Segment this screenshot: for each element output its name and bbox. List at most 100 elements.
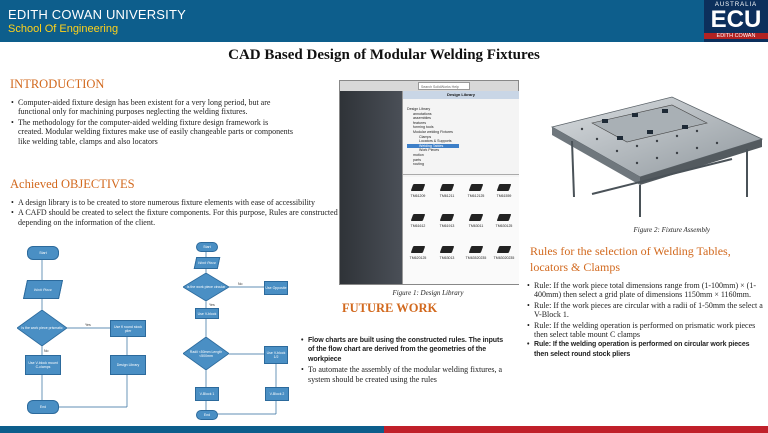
flow-right-opposite: Use Opposite — [264, 281, 288, 295]
flow-start: Start — [27, 246, 59, 260]
figure1-tree: Design Library annotations assemblies fe… — [407, 107, 517, 167]
logo-bottom-text: EDITH COWAN — [704, 33, 768, 39]
library-part: TM61211 — [432, 181, 462, 203]
introduction-body: Computer-aided fixture design has been e… — [10, 98, 293, 147]
tree-item: features — [413, 120, 426, 125]
future-work-bold-bullet: Flow charts are built using the construc… — [301, 336, 510, 364]
objectives-bullet: A CAFD should be created to select the f… — [11, 208, 338, 227]
introduction-bullet: The methodology for the computer-aided w… — [11, 118, 293, 146]
tree-item: forming tools — [413, 125, 434, 130]
logo-main-text: ECU — [710, 6, 762, 33]
rules-bullet: Rule: If the welding operation is perfor… — [527, 321, 764, 340]
flow-circular: Use V-block mount C-clamps — [25, 355, 61, 375]
tree-item-selected: Welding Tables — [407, 143, 459, 149]
part-label: TM63020235 — [493, 256, 515, 260]
part-label: TM61211 — [439, 194, 455, 198]
part-label: TM620125 — [409, 256, 427, 260]
tree-item: Modular welding Fixtures — [413, 129, 453, 134]
flow-no-label: No — [44, 349, 49, 353]
part-label: TM61209 — [410, 194, 426, 198]
flow-right-use-vblock2: Use V-block 1/2 — [264, 346, 288, 364]
tree-item: Clamps — [419, 134, 432, 139]
part-label: TM630125 — [495, 224, 513, 228]
library-part: TM63520235 — [461, 243, 491, 265]
tree-item: parts — [413, 157, 421, 162]
flow-right-vblock1: V-Block 1 — [195, 387, 219, 401]
part-label: TM63520235 — [465, 256, 487, 260]
flow-right-decision2-label: Radii <50mm Length <500mm — [189, 349, 223, 358]
flow-input: Work Piece — [22, 280, 64, 299]
flow-decision: Is the work piece prismatic — [17, 310, 67, 346]
library-part: TM61612 — [403, 211, 433, 233]
figure1-search-input: Search SolidWorks Help — [418, 82, 470, 90]
part-label: TM61913 — [439, 224, 455, 228]
flow-right-no-label: No — [238, 282, 243, 286]
header-bar — [0, 0, 768, 42]
ecu-logo: AUSTRALIA ECU EDITH COWAN — [704, 0, 768, 42]
rules-bullet: Rule: If the work pieces are circular wi… — [527, 301, 764, 320]
flow-right-decision1: Is the work piece circular — [183, 273, 229, 301]
footer-bar-red — [384, 426, 768, 433]
figure1-panel-title: Design Library — [403, 91, 519, 99]
library-part: TM630125 — [489, 211, 519, 233]
figure2-caption: Figure 2: Fixture Assembly — [633, 226, 710, 234]
flow-use-table: Use fl round stock piler — [110, 320, 146, 337]
objectives-body: A design library is to be created to sto… — [10, 198, 338, 228]
figure1-panel: Design Library Design Library annotation… — [402, 91, 519, 284]
library-part: TM61209 — [403, 181, 433, 203]
figure1-caption: Figure 1: Design Library — [392, 289, 464, 297]
flow-right-start: Start — [196, 242, 218, 252]
flow-right-yes-label: Yes — [209, 303, 215, 307]
flow-design-library: Design Library — [110, 355, 146, 375]
objectives-heading: Achieved OBJECTIVES — [10, 177, 135, 191]
tree-item: Locators & Supports — [419, 139, 452, 144]
objectives-bullet: A design library is to be created to sto… — [11, 198, 338, 208]
flowchart-left: Start Work Piece Is the work piece prism… — [5, 242, 165, 424]
tree-item: Work Pieces — [419, 148, 440, 153]
figure1-divider — [403, 174, 519, 175]
library-part: TM63020235 — [489, 243, 519, 265]
logo-top-text: AUSTRALIA — [714, 2, 758, 8]
flow-right-end: End — [196, 410, 218, 420]
tree-item: motion — [413, 152, 424, 157]
flowchart-right: Start Work Piece Is the work piece circu… — [172, 242, 292, 424]
flow-end: End — [27, 400, 59, 414]
future-work-heading: FUTURE WORK — [342, 301, 438, 315]
introduction-bullet: Computer-aided fixture design has been e… — [11, 98, 293, 117]
figure1-viewport — [340, 91, 402, 284]
figure1-design-library: Search SolidWorks Help Design Library De… — [339, 80, 519, 285]
part-label: TM63013 — [439, 256, 455, 260]
part-label: TM61612 — [410, 224, 426, 228]
flow-right-vblock2: V-Block 2 — [265, 387, 289, 401]
flow-yes-label: Yes — [85, 323, 91, 327]
part-label: TM612125 — [467, 194, 485, 198]
flow-decision-label: Is the work piece prismatic — [21, 326, 63, 330]
flow-right-decision2: Radii <50mm Length <500mm — [183, 337, 229, 370]
rules-body: Rule: If the work piece total dimensions… — [518, 281, 764, 360]
university-name: EDITH COWAN UNIVERSITY — [8, 7, 186, 22]
library-part: TM61559 — [489, 181, 519, 203]
library-part: TM63013 — [432, 243, 462, 265]
poster-title: CAD Based Design of Modular Welding Fixt… — [228, 47, 540, 63]
flow-right-decision1-label: Is the work piece circular — [186, 285, 226, 289]
library-part: TM63011 — [461, 211, 491, 233]
part-label: TM61559 — [496, 194, 512, 198]
rules-heading: Rules for the selection of Welding Table… — [530, 244, 731, 274]
part-label: TM63011 — [468, 224, 484, 228]
library-part: TM612125 — [461, 181, 491, 203]
rules-bullet: Rule: If the work piece total dimensions… — [527, 281, 764, 300]
future-work-body: Flow charts are built using the construc… — [300, 336, 510, 385]
flow-right-vblock: Use V-block — [195, 308, 219, 319]
introduction-heading: INTRODUCTION — [10, 77, 105, 91]
library-part: TM61913 — [432, 211, 462, 233]
school-name: School Of Engineering — [8, 23, 119, 35]
tree-item: Design Library — [407, 107, 431, 111]
tree-item: annotations — [413, 111, 432, 116]
future-work-bullet: To automate the assembly of the modular … — [301, 365, 510, 384]
flowchart-left-connectors — [41, 259, 128, 408]
library-part: TM620125 — [403, 243, 433, 265]
tree-item: assemblies — [413, 116, 431, 121]
figure1-parts-grid: TM61209 TM61211 TM612125 TM61559 TM61612… — [403, 177, 519, 284]
tree-item: routing — [413, 162, 424, 167]
fixture-assembly-render — [550, 96, 764, 217]
